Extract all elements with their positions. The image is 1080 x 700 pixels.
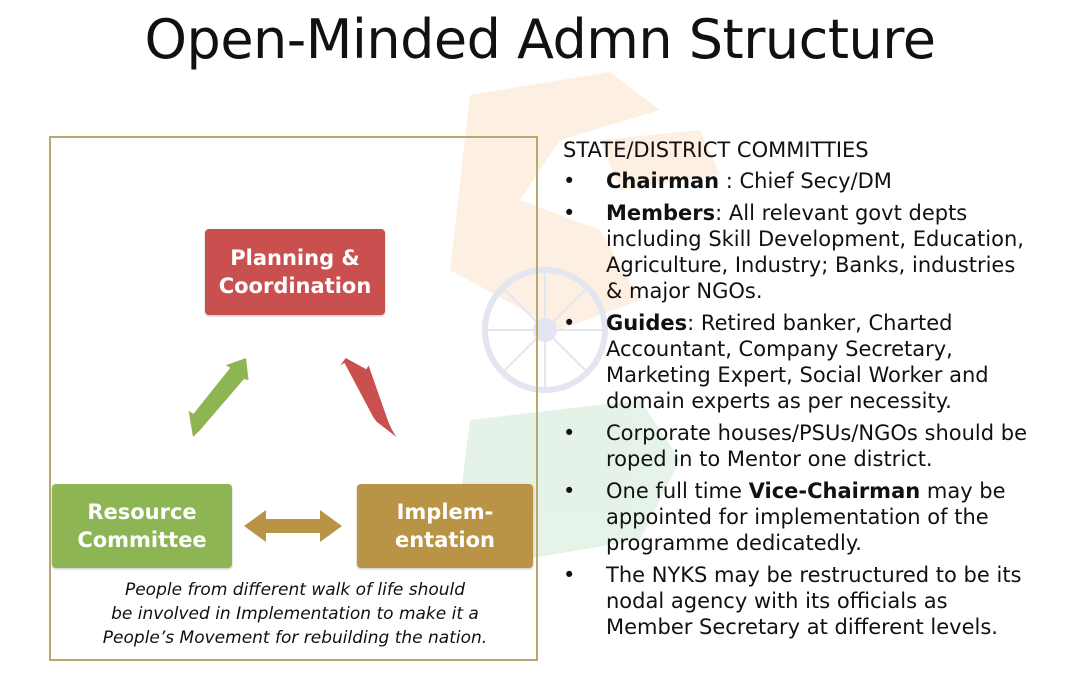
diagram-caption: People from different walk of life shoul… (60, 578, 530, 650)
planning-line-2: Coordination (218, 274, 372, 298)
committees-heading: STATE/DISTRICT COMMITTIES (563, 138, 869, 162)
bullet-text: Corporate houses/PSUs/NGOs should be rop… (606, 421, 1028, 471)
bullet-icon: • (563, 311, 576, 335)
arrow-planning-implementation (340, 358, 397, 437)
bullet-icon: • (563, 169, 576, 193)
bullet-label: Members (606, 201, 716, 225)
bullet-vice-chairman: • One full time Vice-Chairman may be app… (563, 478, 1033, 556)
planning-line-1: Planning & (230, 246, 360, 270)
bullet-icon: • (563, 479, 576, 503)
bullet-guides: • Guides: Retired banker, Charted Accoun… (563, 310, 1033, 414)
bullet-icon: • (563, 563, 576, 587)
implementation-line-2: entation (394, 528, 496, 552)
bullet-label: Guides (606, 311, 688, 335)
bullet-label: Vice-Chairman (748, 479, 921, 503)
bullet-text: : All relevant govt depts including Skil… (606, 201, 1024, 303)
bullet-nyks: • The NYKS may be restructured to be its… (563, 562, 1033, 640)
caption-line-1: People from different walk of life shoul… (124, 580, 466, 600)
bullet-text: : Retired banker, Charted Accountant, Co… (606, 311, 989, 413)
bullet-members: • Members: All relevant govt depts inclu… (563, 200, 1033, 304)
caption-line-2: be involved in Implementation to make it… (111, 604, 479, 624)
caption-line-3: People’s Movement for rebuilding the nat… (102, 628, 488, 648)
planning-coordination-node: Planning & Coordination (205, 229, 385, 315)
bullet-chairman: • Chairman : Chief Secy/DM (563, 168, 1033, 194)
bullet-icon: • (563, 201, 576, 225)
implementation-line-1: Implem- (396, 500, 494, 524)
slide-title: Open-Minded Admn Structure (144, 8, 936, 71)
bullet-icon: • (563, 421, 576, 445)
diagram-frame (49, 136, 538, 661)
bullet-text: : Chief Secy/DM (719, 169, 892, 193)
implementation-node: Implem- entation (357, 484, 533, 568)
bullet-label: Chairman (606, 169, 720, 193)
bullet-corporate: • Corporate houses/PSUs/NGOs should be r… (563, 420, 1033, 472)
bullet-pre-text: One full time (606, 479, 749, 503)
arrow-resource-planning (188, 358, 249, 437)
arrow-resource-implementation (244, 510, 342, 542)
bullet-text: may be appointed for implementation of t… (606, 479, 1006, 555)
committee-bullet-list: • Chairman : Chief Secy/DM • Members: Al… (563, 168, 1033, 646)
resource-line-2: Committee (77, 528, 207, 552)
bullet-text: The NYKS may be restructured to be its n… (606, 563, 1022, 639)
resource-committee-node: Resource Committee (52, 484, 232, 568)
resource-line-1: Resource (87, 500, 197, 524)
